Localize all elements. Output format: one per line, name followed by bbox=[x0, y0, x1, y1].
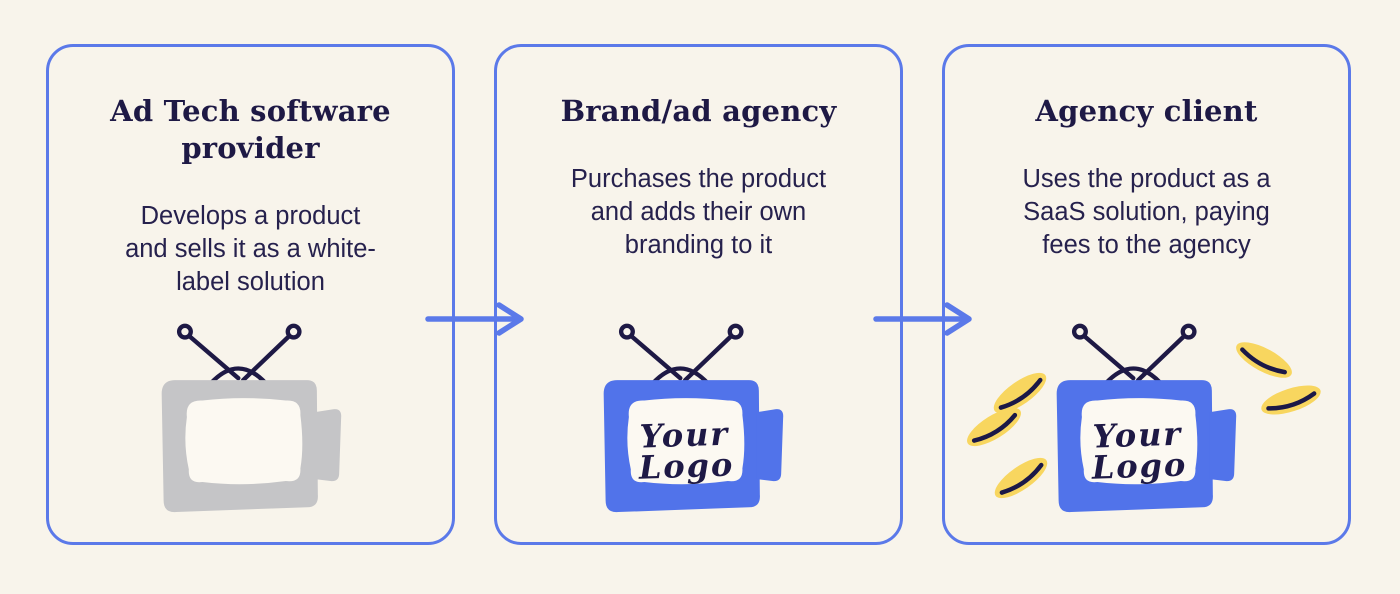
tv-screen bbox=[185, 398, 303, 485]
logo-line: Logo bbox=[637, 445, 735, 486]
coin-icon bbox=[994, 457, 1048, 499]
card-description-line: Uses the product as a bbox=[1022, 165, 1271, 193]
card-title-line: provider bbox=[181, 131, 320, 165]
card-description: Purchases the product and adds their own… bbox=[505, 163, 892, 262]
card-description-line: branding to it bbox=[624, 231, 773, 259]
card-title-line: Brand/ad agency bbox=[560, 94, 837, 128]
card-description-line: and sells it as a white- bbox=[125, 235, 376, 263]
tv-antenna bbox=[618, 323, 744, 387]
tv-antenna bbox=[176, 323, 302, 387]
logo-line: Your bbox=[639, 415, 730, 456]
logo-line: Logo bbox=[1090, 445, 1188, 486]
card-description-line: SaaS solution, paying bbox=[1023, 198, 1270, 226]
card-title: Brand/ad agency bbox=[507, 93, 890, 130]
tv-logo-text: Your Logo bbox=[637, 415, 735, 487]
blank-tv-icon bbox=[161, 323, 342, 513]
coin-icon bbox=[1261, 385, 1321, 415]
card-description-line: and adds their own bbox=[590, 198, 807, 226]
card-description: Develops a product and sells it as a whi… bbox=[57, 200, 444, 299]
coin-icon bbox=[993, 372, 1047, 414]
branded-tv-with-coins-icon: Your Logo bbox=[1056, 323, 1237, 513]
card-title-line: Ad Tech software bbox=[110, 94, 391, 128]
card-title: Ad Tech software provider bbox=[59, 93, 442, 167]
card-description-line: Purchases the product bbox=[570, 165, 827, 193]
tv-logo-text: Your Logo bbox=[1090, 415, 1188, 487]
card-description: Uses the product as a SaaS solution, pay… bbox=[953, 163, 1340, 262]
tv-antenna bbox=[1071, 323, 1197, 387]
right-arrow-icon bbox=[873, 302, 972, 336]
tv-screen bbox=[627, 398, 745, 485]
card-ad-tech-software-provider: Ad Tech software provider Develops a pro… bbox=[46, 44, 455, 545]
branded-tv-icon: Your Logo bbox=[603, 323, 784, 513]
card-description-line: fees to the agency bbox=[1042, 231, 1251, 259]
card-title-line: Agency client bbox=[1035, 94, 1258, 128]
tv-screen bbox=[1080, 398, 1198, 485]
card-title: Agency client bbox=[955, 93, 1338, 130]
coin-icon bbox=[1236, 342, 1292, 378]
coin-icon bbox=[967, 407, 1021, 447]
card-description-line: label solution bbox=[176, 268, 325, 296]
card-brand-ad-agency: Brand/ad agency Purchases the product an… bbox=[494, 44, 903, 545]
tv-side-panel bbox=[1209, 409, 1237, 482]
tv-side-panel bbox=[314, 409, 342, 482]
card-description-line: Develops a product bbox=[140, 202, 361, 230]
card-agency-client: Agency client Uses the product as a SaaS… bbox=[942, 44, 1351, 545]
logo-line: Your bbox=[1092, 415, 1183, 456]
tv-side-panel bbox=[756, 409, 784, 482]
right-arrow-icon bbox=[425, 302, 524, 336]
